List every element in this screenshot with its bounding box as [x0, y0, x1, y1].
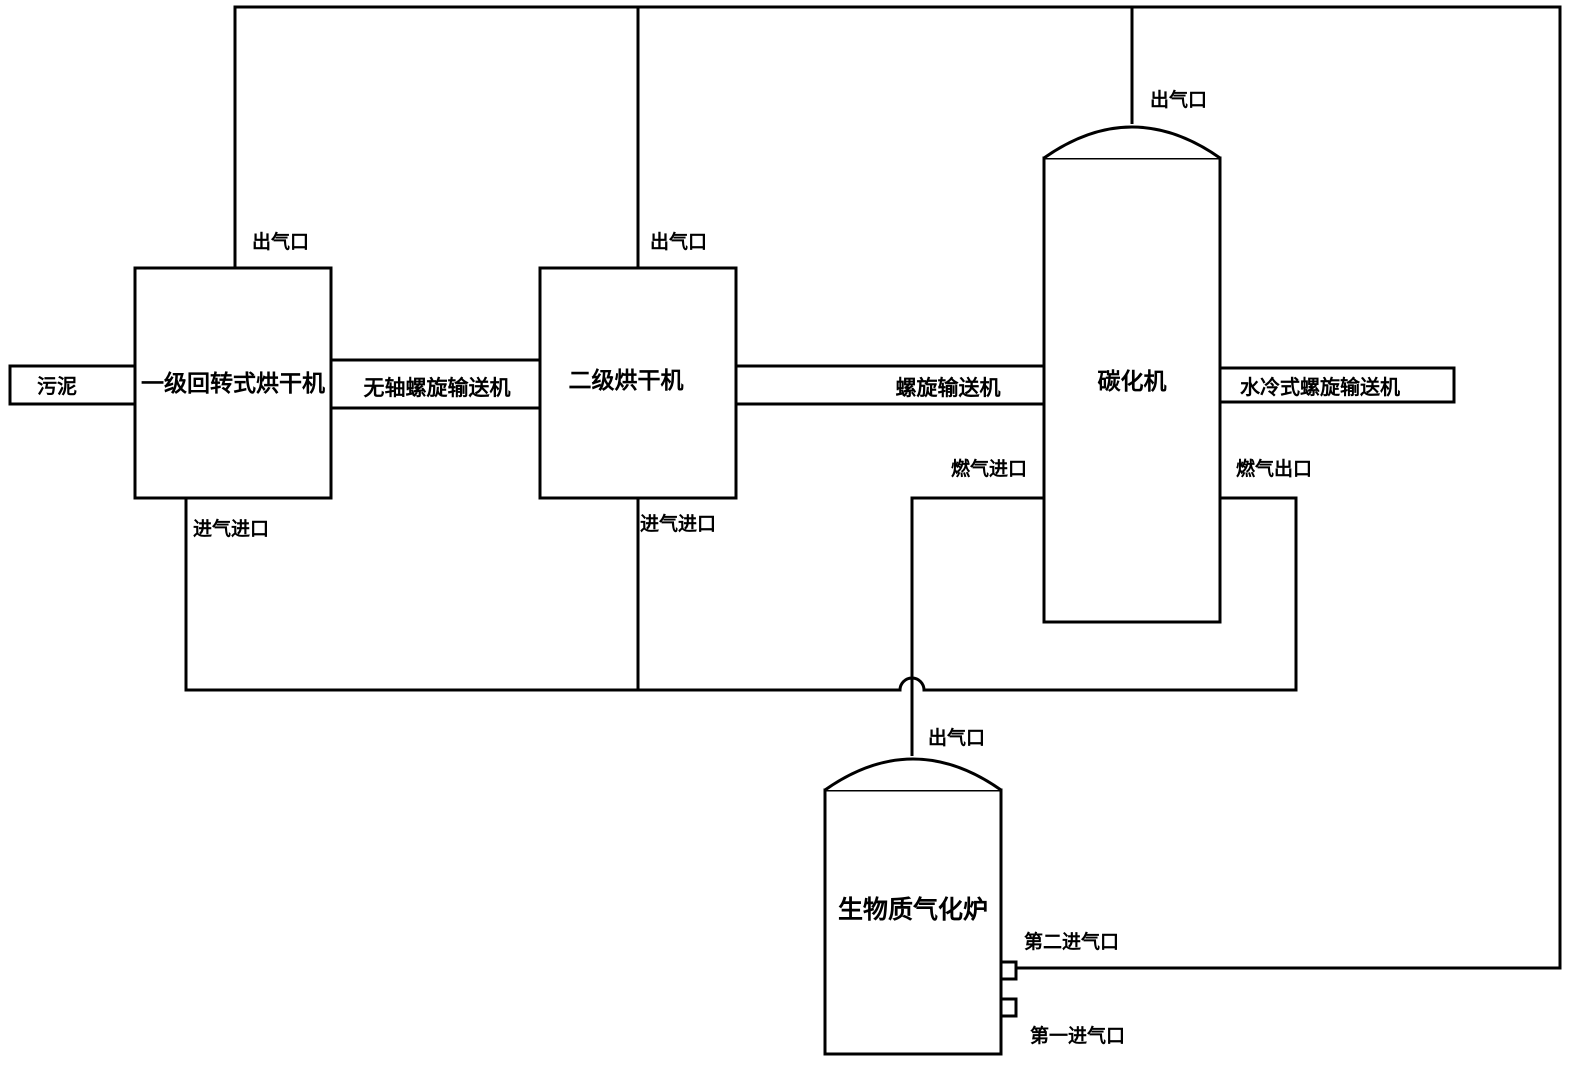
carbonizer-gas-outlet-label: 燃气出口: [1236, 457, 1312, 480]
gasifier-second-inlet-label: 第二进气口: [1024, 930, 1119, 953]
carbonizer-label: 碳化机: [1098, 368, 1167, 395]
gasifier-label: 生物质气化炉: [838, 895, 988, 924]
gasifier-dome: [824, 757, 1002, 792]
dryer1-box: [133, 266, 333, 500]
gasifier-outlet-label: 出气口: [928, 726, 985, 749]
shaftless-screw-label: 无轴螺旋输送机: [364, 376, 511, 400]
water-cooled-screw-label: 水冷式螺旋输送机: [1240, 375, 1400, 399]
dryer2-label: 二级烘干机: [569, 367, 684, 394]
gasifier-first-inlet-label: 第一进气口: [1030, 1024, 1125, 1047]
screw-label: 螺旋输送机: [896, 376, 1001, 400]
conveyor-labels: 污泥 无轴螺旋输送机 螺旋输送机 水冷式螺旋输送机: [37, 374, 1400, 400]
hot-gas-header-pipe: [638, 496, 1298, 692]
gasifier-first-inlet-port: [999, 997, 1018, 1018]
port-labels: 出气口 进气进口 出气口 进气进口 出气口 燃气进口 燃气出口 出气口 第二进气…: [193, 88, 1312, 1047]
dryer1-label: 一级回转式烘干机: [141, 370, 325, 397]
gasifier-second-inlet-port: [999, 960, 1018, 981]
feed-conveyor: [8, 364, 137, 406]
dryer1-outlet-label: 出气口: [252, 230, 309, 253]
unit-labels: 一级回转式烘干机 二级烘干机 碳化机 生物质气化炉: [141, 367, 1167, 924]
carbonizer-gas-inlet-label: 燃气进口: [951, 457, 1027, 480]
dryer1-inlet-pipe: [184, 498, 638, 692]
feed-label: 污泥: [37, 374, 77, 398]
gasifier-gas-pipe: [910, 496, 1044, 756]
dryer2-box: [538, 266, 738, 500]
dryer1-inlet-label: 进气进口: [193, 517, 269, 540]
dryer2-inlet-label: 进气进口: [640, 512, 716, 535]
equipment: [133, 125, 1222, 1056]
dryer2-outlet-label: 出气口: [650, 230, 707, 253]
gasifier-body: [823, 788, 1003, 1056]
return-pipes: [184, 5, 1562, 970]
return-to-gasifier-pipe: [638, 5, 1562, 970]
shaftless-screw-conveyor: [329, 358, 542, 410]
carbonizer-outlet-label: 出气口: [1150, 88, 1207, 111]
carbonizer-dome: [1043, 125, 1221, 160]
water-cooled-screw-conveyor: [1218, 366, 1456, 404]
conveyors: [8, 358, 1456, 410]
